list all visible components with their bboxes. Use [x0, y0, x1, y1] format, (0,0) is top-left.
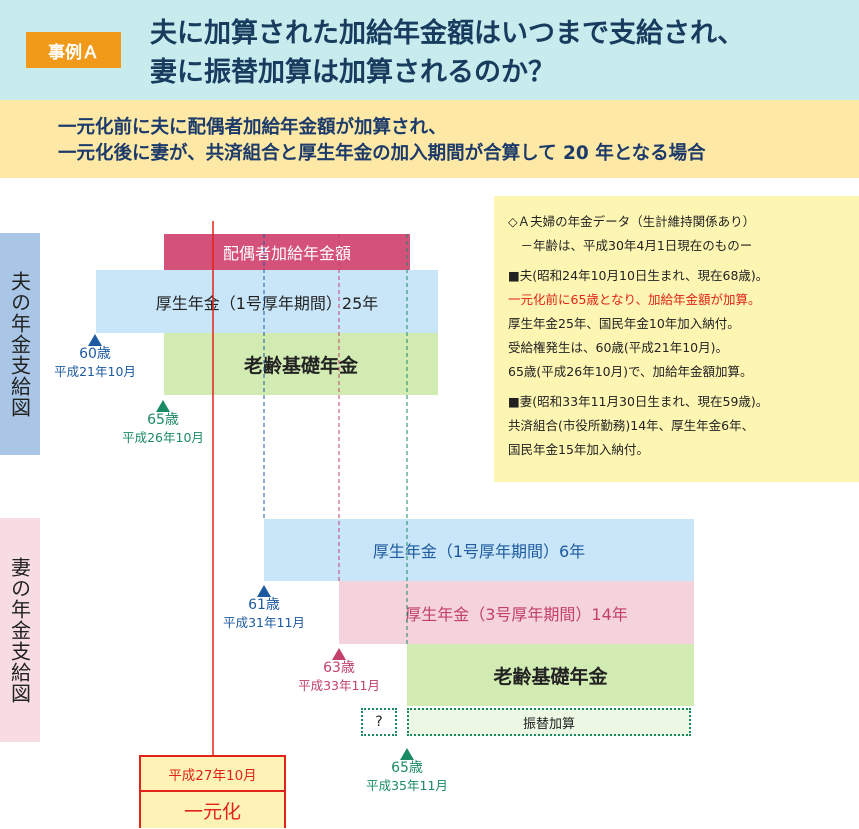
wife-marker-61: 61歳 平成31年11月: [209, 585, 319, 631]
subtitle: 一元化前に夫に配偶者加給年金額が加算され、 一元化後に妻が、共済組合と厚生年金の…: [58, 115, 848, 167]
subtitle-line-1: 一元化前に夫に配偶者加給年金額が加算され、: [58, 117, 447, 138]
header-band: [0, 0, 859, 100]
triangle-up-icon: [332, 648, 346, 660]
spouse-addition-bar: 配偶者加給年金額: [164, 234, 410, 270]
triangle-up-icon: [400, 748, 414, 760]
wife-kosei3-bar: 厚生年金（3号厚年期間）14年: [339, 581, 694, 644]
info-line: 受給権発生は、60歳(平成21年10月)。: [508, 340, 728, 355]
husband-kosei-bar: 厚生年金（1号厚年期間）25年: [96, 270, 438, 333]
subheader-band: [0, 100, 859, 178]
wife-marker-65: 65歳 平成35年11月: [352, 748, 462, 794]
triangle-up-icon: [156, 400, 170, 412]
furikae-addition-bar: 振替加算: [407, 708, 691, 736]
info-line: －年齢は、平成30年4月1日現在のものー: [508, 238, 753, 253]
triangle-up-icon: [257, 585, 271, 597]
info-line: ■妻(昭和33年11月30日生まれ、現在59歳)。: [508, 394, 769, 409]
husband-kiso-bar: 老齢基礎年金: [164, 333, 438, 395]
unification-date: 平成27年10月: [141, 757, 284, 792]
info-line: 国民年金15年加入納付。: [508, 442, 649, 457]
case-badge: 事例Ａ: [26, 32, 121, 68]
unification-box: 平成27年10月 一元化: [139, 755, 286, 828]
info-line-highlight: 一元化前に65歳となり、加給年金額が加算。: [508, 292, 761, 307]
pension-data-box: ◇Ａ夫婦の年金データ（生計維持関係あり） －年齢は、平成30年4月1日現在のもの…: [494, 196, 859, 482]
husband-side-label: 夫の年金支給図: [0, 233, 40, 455]
subtitle-line-2: 一元化後に妻が、共済組合と厚生年金の加入期間が合算して 20 年となる場合: [58, 143, 706, 164]
info-line: ◇Ａ夫婦の年金データ（生計維持関係あり）: [508, 214, 756, 229]
triangle-up-icon: [88, 334, 102, 346]
info-line: 共済組合(市役所勤務)14年、厚生年金6年、: [508, 418, 755, 433]
wife-side-label: 妻の年金支給図: [0, 518, 40, 742]
info-line: 厚生年金25年、国民年金10年加入納付。: [508, 316, 740, 331]
unification-label: 一元化: [141, 792, 284, 828]
title-line-1: 夫に加算された加給年金額はいつまで支給され、: [150, 18, 745, 49]
wife-kosei1-bar: 厚生年金（1号厚年期間）6年: [264, 519, 694, 581]
husband-marker-60: 60歳 平成21年10月: [40, 334, 150, 380]
question-box: ?: [361, 708, 397, 736]
title-line-2: 妻に振替加算は加算されるのか？: [150, 57, 555, 88]
wife-marker-63: 63歳 平成33年11月: [284, 648, 394, 694]
wife-kiso-bar: 老齢基礎年金: [407, 644, 694, 706]
info-line: ■夫(昭和24年10月10日生まれ、現在68歳)。: [508, 268, 769, 283]
page-title: 夫に加算された加給年金額はいつまで支給され、 妻に振替加算は加算されるのか？: [150, 14, 850, 92]
husband-marker-65: 65歳 平成26年10月: [108, 400, 218, 446]
info-line: 65歳(平成26年10月)で、加給年金額加算。: [508, 364, 753, 379]
